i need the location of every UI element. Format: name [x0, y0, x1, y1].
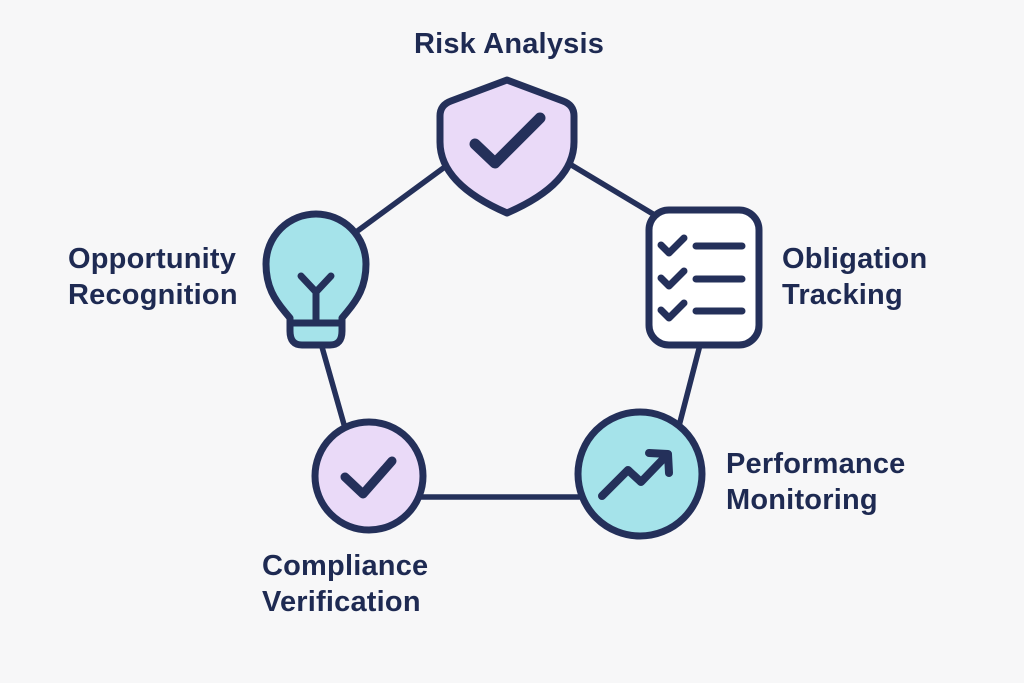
node-performance-monitoring [574, 408, 706, 540]
edge-obligation-performance [676, 342, 703, 429]
label-compliance-verification: Compliance Verification [262, 548, 428, 620]
label-line: Risk Analysis [413, 28, 605, 60]
label-line: Compliance [262, 550, 429, 582]
node-obligation-tracking [645, 206, 763, 349]
lightbulb-icon [262, 210, 370, 349]
label-line: Performance [726, 448, 906, 480]
performance-circle [574, 408, 706, 540]
label-line: Verification [262, 586, 421, 618]
label-opportunity-recognition: Opportunity Recognition [68, 241, 238, 313]
compliance-circle [311, 418, 427, 534]
shield-checkmark [469, 112, 546, 169]
lightbulb-filament [297, 272, 335, 325]
checklist-check-3 [657, 299, 688, 322]
node-compliance-verification [311, 418, 427, 534]
label-performance-monitoring: Performance Monitoring [726, 446, 906, 518]
checklist-check-1 [657, 234, 688, 257]
check-circle-icon [340, 456, 397, 499]
trending-up-arrowhead [645, 449, 673, 477]
label-line: Monitoring [726, 484, 878, 516]
node-risk-analysis [436, 76, 578, 217]
checklist-check-2 [657, 267, 688, 290]
label-line: Tracking [782, 279, 903, 311]
edge-compliance-opportunity [319, 344, 348, 431]
label-risk-analysis: Risk Analysis [414, 26, 604, 62]
node-opportunity-recognition [262, 210, 370, 349]
edge-risk-obligation [560, 157, 656, 217]
label-line: Obligation [782, 243, 928, 275]
trending-up-icon [598, 451, 671, 500]
diagram-edges [319, 155, 703, 500]
edge-opportunity-risk [349, 155, 460, 238]
label-obligation-tracking: Obligation Tracking [782, 241, 927, 313]
label-line: Opportunity [68, 243, 237, 275]
label-line: Recognition [68, 279, 238, 311]
